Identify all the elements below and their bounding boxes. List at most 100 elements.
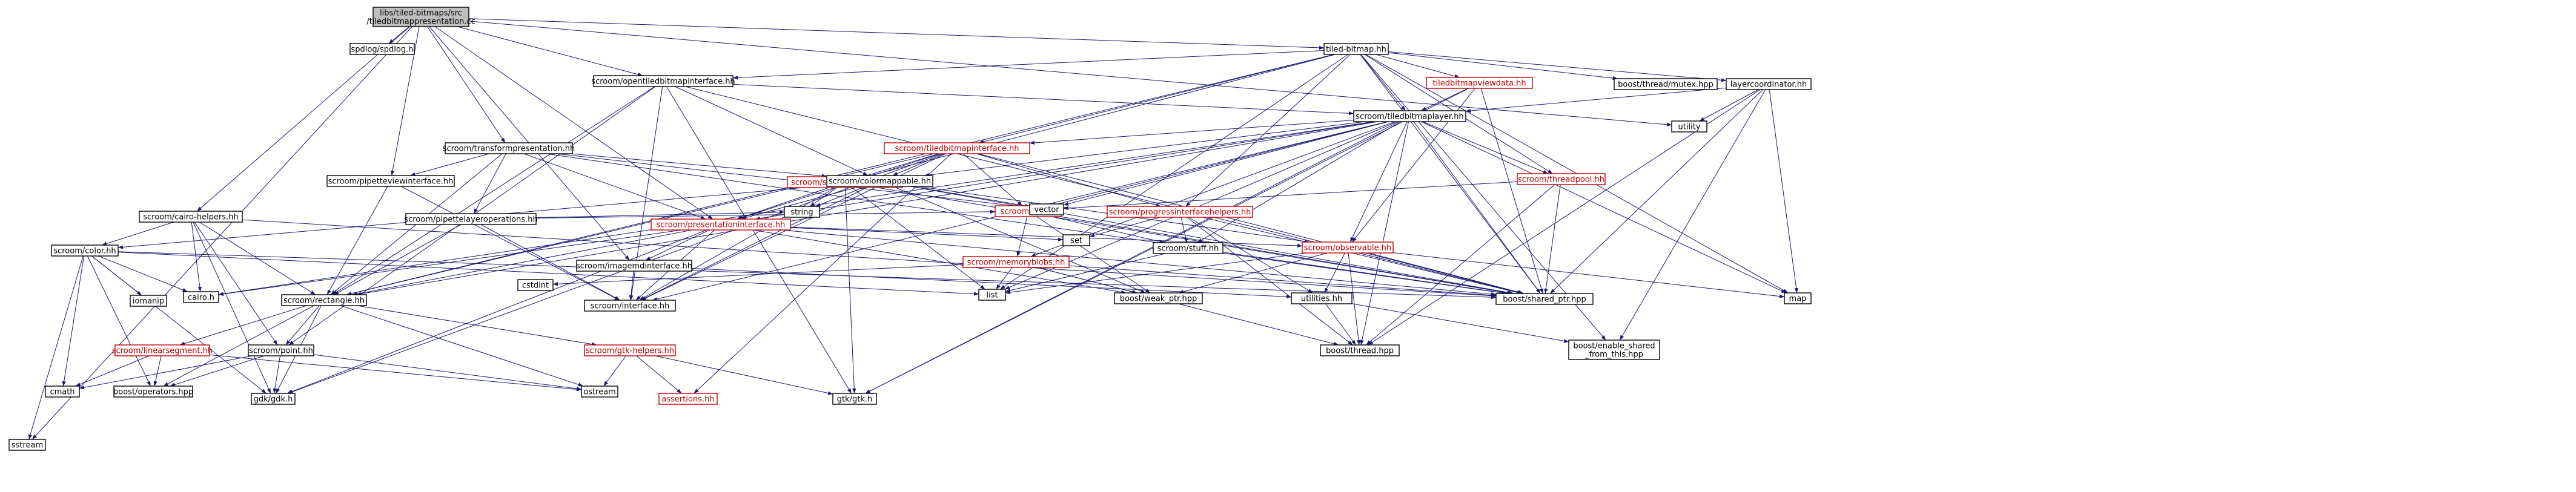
node-label: scroom/imagemdinterface.hh (576, 262, 692, 271)
include-edge-point-to-cmath (79, 355, 253, 390)
node-label: scroom/gtk-helpers.hh (586, 347, 674, 356)
node-map: map (1784, 292, 1812, 304)
node-box (183, 291, 219, 303)
node-label: tiledbitmapviewdata.hh (1432, 79, 1526, 88)
include-edge-color-to-gdk (91, 255, 267, 394)
include-edge-rectangle-to-point (285, 305, 320, 346)
node-label: scroom/pipetteviewinterface.hh (328, 177, 454, 186)
node-assertions[interactable]: assertions.hh (658, 393, 718, 405)
node-transform: scroom/transformpresentation.hh (443, 142, 575, 154)
node-linearsegment[interactable]: scroom/linearsegment.hh (112, 344, 213, 356)
include-edge-cairohelpers-to-point (194, 221, 278, 346)
include-edge-memblobs-to-list (996, 267, 1013, 290)
node-string: string (784, 206, 820, 218)
node-box (1426, 77, 1533, 89)
node-tbl: scroom/tiledbitmaplayer.hh (1353, 110, 1466, 122)
include-edge-rectangle-to-boostops (163, 305, 314, 387)
include-edge-cairohelpers-to-sharedptr (242, 219, 1497, 298)
node-box (1353, 110, 1466, 122)
include-edge-tiledbitmap-to-progress (1185, 54, 1351, 207)
node-box (1495, 293, 1594, 305)
node-memblobs[interactable]: scroom/memoryblobs.hh (962, 256, 1070, 268)
include-edge-tbl-to-rectangle (356, 121, 1378, 296)
include-edge-tiledbitmap-to-mutex (1388, 52, 1618, 80)
node-progress[interactable]: scroom/progressinterfacehelpers.hh (1107, 206, 1253, 218)
include-edge-imagemd-to-interface (629, 271, 634, 301)
include-edge-tiledbitmap-to-tbl (1360, 54, 1406, 111)
node-label: scroom/progressinterfacehelpers.hh (1109, 208, 1251, 217)
include-edge-tiledbitmap-to-layercoord (1388, 51, 1727, 82)
include-edge-tbl-to-sharedptr (1413, 121, 1541, 294)
node-box (584, 344, 676, 356)
include-edge-tbvd-to-gtk (865, 88, 1469, 394)
include-edge-tbl-to-vector (1063, 121, 1389, 206)
include-edge-rectangle-to-linearsegment (179, 305, 307, 346)
node-box (978, 289, 1006, 301)
include-edge-transform-to-colormappable (571, 153, 827, 178)
include-edge-tbvd-to-observable (1351, 88, 1475, 243)
node-box (1062, 234, 1090, 246)
node-weakptr: boost/weak_ptr.hpp (1114, 292, 1203, 304)
node-sharedptr: boost/shared_ptr.hpp (1495, 293, 1594, 305)
node-imagemd: scroom/imagemdinterface.hh (576, 260, 692, 272)
node-label: scroom/cairo-helpers.hh (143, 213, 238, 222)
node-presentation[interactable]: scroom/presentationinterface.hh (651, 218, 791, 231)
include-edge-color-to-list (118, 252, 979, 296)
node-gtkhelpers[interactable]: scroom/gtk-helpers.hh (584, 344, 676, 356)
node-spdlog: spdlog/spdlog.h (349, 43, 415, 55)
node-label: scroom/point.hh (249, 347, 313, 356)
node-threadpool[interactable]: scroom/threadpool.hh (1517, 173, 1606, 185)
node-label: set (1070, 237, 1082, 246)
node-sstream: sstream (8, 439, 46, 451)
node-box (1726, 78, 1812, 90)
include-edge-threadpool-to-sharedptr (1544, 184, 1561, 294)
include-edge-tiledbitmap-to-tbvd (1376, 54, 1460, 78)
include-edge-tbi-to-progress (976, 153, 1161, 207)
node-box (1784, 292, 1812, 304)
include-edge-utilities-to-enableshared (1351, 303, 1569, 343)
node-cstdint: cstdint (517, 279, 554, 291)
node-label: scroom/interface.hh (591, 302, 670, 311)
node-label: scroom/colormappable.hh (829, 177, 931, 186)
include-edge-linearsegment-to-ostream (209, 354, 582, 392)
node-box (1302, 241, 1394, 254)
node-label: spdlog/spdlog.h (351, 45, 414, 54)
node-gtk: gtk/gtk.h (832, 393, 877, 405)
include-edge-tbl-to-thread (1360, 121, 1409, 346)
node-box (248, 344, 314, 356)
include-edge-transform-to-pipetteview (410, 153, 489, 176)
include-edge-tbl-to-colormappable (924, 121, 1365, 177)
node-color: scroom/color.hh (51, 244, 119, 257)
node-tbi[interactable]: scroom/tiledbitmapinterface.hh (884, 142, 1030, 154)
node-box (1614, 78, 1718, 90)
node-observable[interactable]: scroom/observable.hh (1302, 241, 1394, 254)
node-utilities: utilities.hh (1291, 292, 1353, 304)
include-edge-progress-to-utilities (1188, 217, 1313, 294)
include-edge-layercoord-to-tbl (1465, 87, 1727, 113)
node-label: scroom/presentationinterface.hh (657, 221, 786, 230)
node-box (281, 294, 367, 306)
include-edge-observable-to-utilities (1324, 252, 1345, 294)
node-box (826, 175, 933, 187)
node-root[interactable]: libs/tiled-bitmaps/src/tiledbitmappresen… (366, 7, 475, 27)
include-edge-layercoord-to-utility (1699, 89, 1759, 122)
node-box (784, 206, 820, 218)
include-edge-pipettelayer-to-interface (480, 224, 620, 301)
node-layercoord: layercoordinator.hh (1726, 78, 1812, 90)
include-edge-imagemd-to-utilities (691, 268, 1292, 299)
include-edge-tiledbitmap-to-rectangle (346, 54, 1334, 296)
include-edge-layercoord-to-sharedptr (1550, 89, 1763, 294)
node-box (349, 43, 415, 55)
node-box (113, 385, 193, 398)
include-edge-tbvd-to-sharedptr (1480, 88, 1544, 294)
node-rectangle: scroom/rectangle.hh (281, 294, 367, 306)
include-edge-point-to-gdk (273, 355, 281, 394)
node-label: list (986, 291, 998, 300)
node-boostops: boost/operators.hpp (113, 385, 193, 398)
node-tbvd[interactable]: tiledbitmapviewdata.hh (1426, 77, 1533, 89)
include-edge-opentbi-to-tbl (732, 84, 1354, 116)
node-label: gdk/gdk.h (254, 395, 293, 404)
node-label: scroom/threadpool.hh (1518, 175, 1604, 185)
include-edge-opentbi-to-gtk (666, 86, 852, 394)
include-edge-linearsegment-to-cmath (75, 355, 150, 387)
